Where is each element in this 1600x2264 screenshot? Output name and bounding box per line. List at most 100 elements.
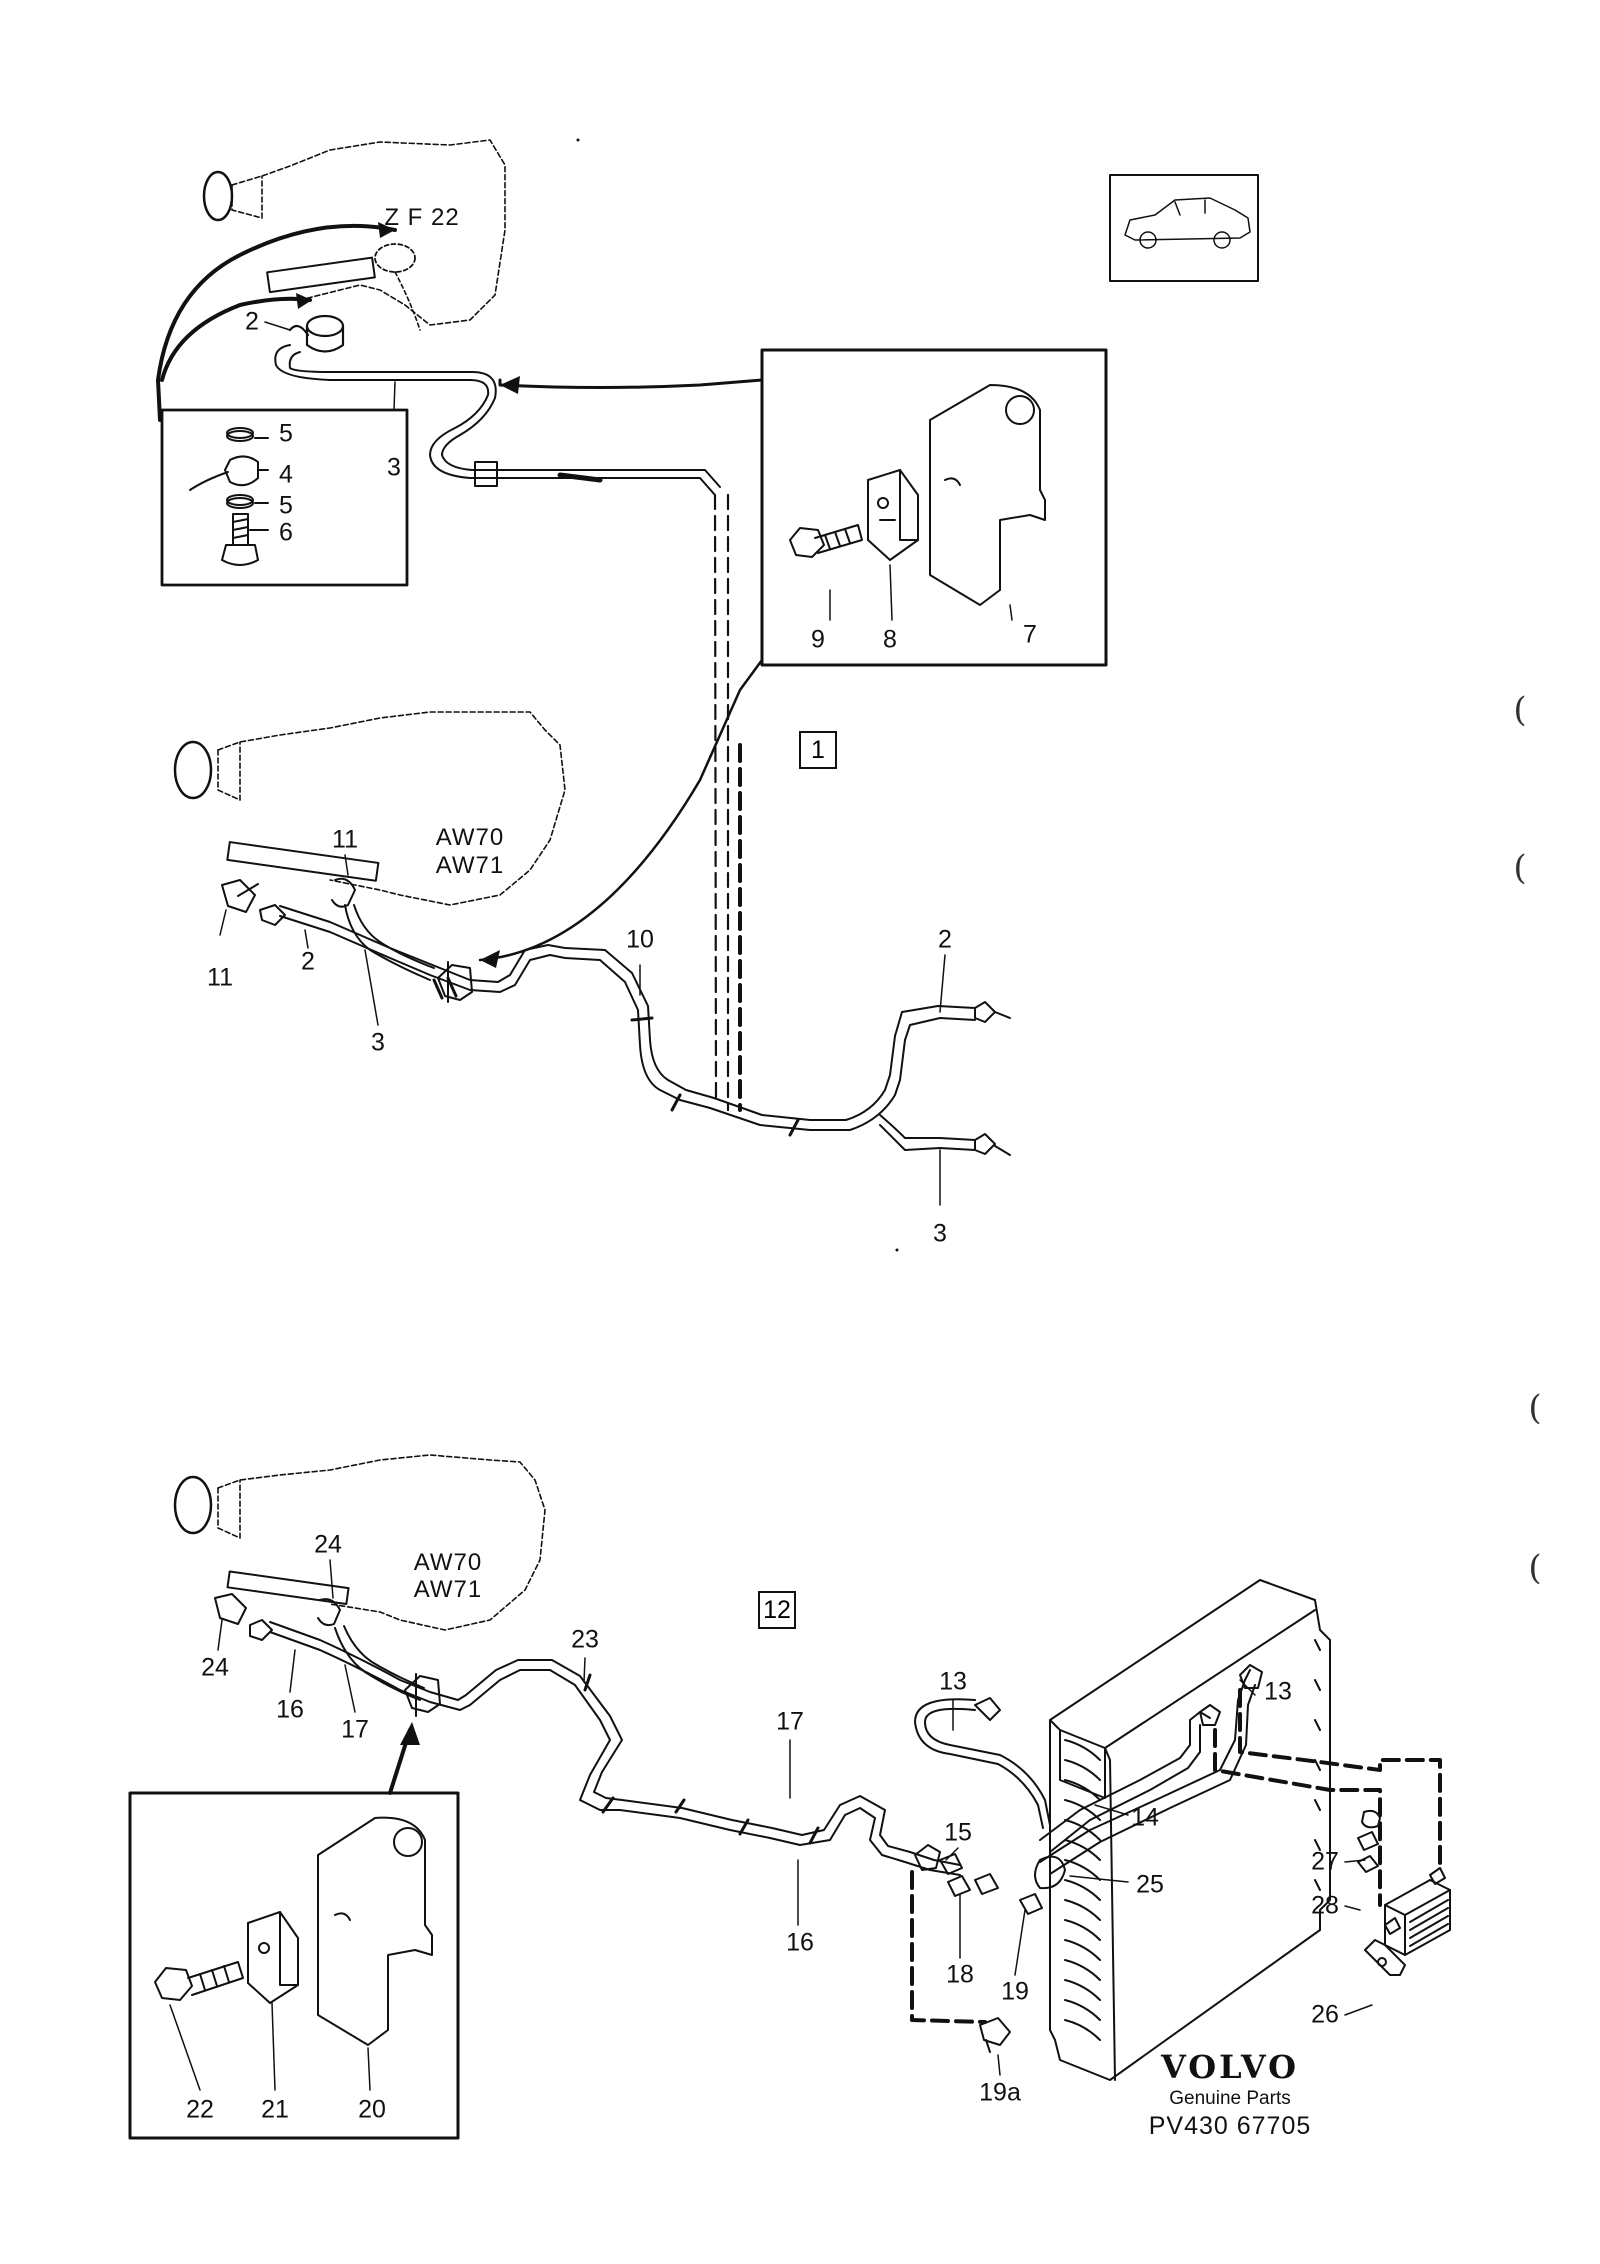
label-aw70-upper: AW70 — [435, 824, 505, 851]
callout-24-left: 24 — [201, 1653, 229, 1682]
aw70-oil-pan-rail-lower — [226, 1570, 350, 1605]
inset-box-clamp-upper — [760, 348, 1108, 667]
car-thumbnail-icon — [1124, 197, 1251, 249]
aw70-bellhousing-flange — [173, 740, 213, 800]
diagram-code: PV430 67705 — [1148, 2112, 1312, 2140]
label-aw71-lower: AW71 — [413, 1576, 483, 1603]
callout-7: 7 — [1023, 620, 1037, 649]
zf22-pipe-dashed-link — [713, 493, 718, 1102]
callout-17-mid: 17 — [776, 1707, 804, 1736]
aw70-oil-pan-rail — [226, 841, 380, 882]
clamp-pointer-line-lower — [478, 658, 764, 962]
brand-subtitle: Genuine Parts — [1169, 2088, 1291, 2109]
callout-28: 28 — [1311, 1891, 1339, 1920]
label-aw70-lower: AW70 — [413, 1549, 483, 1576]
callout-3-end: 3 — [933, 1219, 947, 1248]
label-zf22: Z F 22 — [384, 204, 460, 231]
zf22-port-circle — [374, 243, 416, 273]
callout-3-zf: 3 — [387, 453, 401, 482]
callout-2-aw: 2 — [301, 947, 315, 976]
zf22-bellhousing-flange — [202, 170, 234, 222]
clamp-parts-lower — [154, 1816, 433, 2046]
clamp-pointer-line — [498, 378, 764, 389]
inset-box-union-parts — [160, 408, 409, 587]
volvo-logo: VOLVO — [1161, 2048, 1299, 2086]
speck — [895, 1248, 899, 1252]
aw70-unions-upper — [221, 877, 356, 926]
callout-10: 10 — [626, 925, 654, 954]
label-aw71-upper: AW71 — [435, 852, 505, 879]
speck — [576, 138, 580, 142]
callout-15: 15 — [944, 1818, 972, 1847]
radiator — [1049, 1579, 1331, 2081]
aw70-cooler-pipes-lower — [269, 1621, 961, 1876]
callout-8: 8 — [883, 625, 897, 654]
callout-22: 22 — [186, 2095, 214, 2124]
car-thumbnail-frame — [1109, 174, 1259, 282]
callout-19: 19 — [1001, 1977, 1029, 2006]
callout-19a: 19a — [979, 2078, 1021, 2107]
inset-box-clamp-lower — [128, 1791, 460, 2140]
callout-26: 26 — [1311, 2000, 1339, 2029]
margin-mark: ( — [1528, 1548, 1542, 1588]
section-marker-1: 1 — [799, 731, 837, 769]
clamp-assembly-upper — [437, 961, 473, 1003]
callout-5-bottom: 5 — [279, 491, 293, 520]
callout-16-mid: 16 — [786, 1928, 814, 1957]
section-marker-12: 12 — [758, 1591, 796, 1629]
aw70-cooler-pipes-upper — [279, 904, 976, 1151]
callout-4: 4 — [279, 460, 293, 489]
auxiliary-oil-cooler — [1357, 1809, 1451, 1976]
callout-16-left: 16 — [276, 1695, 304, 1724]
callout-11-top: 11 — [332, 825, 358, 854]
zf22-union-fitting — [288, 314, 345, 353]
clamp-assembly-lower — [404, 1673, 441, 1717]
callout-11-left: 11 — [207, 963, 233, 992]
zf22-pointer-arrows — [156, 223, 397, 422]
leader-lines-lower — [169, 1559, 1373, 2091]
clamp-parts-upper — [789, 384, 1046, 606]
callout-13-left: 13 — [939, 1667, 967, 1696]
arrow-head-icon — [400, 1722, 420, 1745]
aw70-bellhousing-flange-lower — [173, 1475, 213, 1535]
cooler-dashed-link-2 — [1213, 1728, 1382, 1907]
arrow-head-icon — [378, 222, 395, 238]
callout-17-left: 17 — [341, 1715, 369, 1744]
callout-3-aw: 3 — [371, 1028, 385, 1057]
callout-23: 23 — [571, 1625, 599, 1654]
zf22-port-dashed — [394, 271, 421, 331]
callout-2-end: 2 — [938, 925, 952, 954]
callout-2-zf: 2 — [245, 307, 259, 336]
callout-27: 27 — [1311, 1847, 1339, 1876]
inset-union-parts — [189, 427, 269, 566]
callout-20: 20 — [358, 2095, 386, 2124]
arrow-head-icon — [296, 293, 312, 309]
callout-21: 21 — [261, 2095, 289, 2124]
callout-14: 14 — [1131, 1803, 1159, 1832]
aw70-transmission-upper — [217, 711, 566, 906]
callout-9: 9 — [811, 625, 825, 654]
zf22-transmission — [231, 139, 506, 326]
arrow-head-icon — [480, 950, 500, 968]
leader-lines-upper — [219, 321, 1013, 1206]
cooler-dashed-link-1 — [1238, 1688, 1442, 1872]
callout-18: 18 — [946, 1960, 974, 1989]
callout-6: 6 — [279, 518, 293, 547]
pipe-end-fittings-upper — [974, 1001, 1011, 1156]
brand-block: VOLVO Genuine Parts PV430 67705 — [1130, 2048, 1330, 2141]
margin-mark: ( — [1513, 848, 1527, 888]
callout-5-top: 5 — [279, 419, 293, 448]
zf22-cooler-pipes — [274, 344, 721, 496]
callout-13-right: 13 — [1264, 1677, 1292, 1706]
arrow-head-icon — [500, 376, 520, 394]
callout-24-top: 24 — [314, 1530, 342, 1559]
margin-mark: ( — [1528, 1388, 1542, 1428]
aw70-transmission-lower — [217, 1454, 546, 1631]
margin-mark: ( — [1513, 690, 1527, 730]
aw70-unions-lower — [214, 1593, 341, 1641]
callout-25: 25 — [1136, 1870, 1164, 1899]
zf22-oil-pan-rail — [266, 256, 376, 294]
fitting-19a-dashed-link — [910, 1870, 987, 2024]
